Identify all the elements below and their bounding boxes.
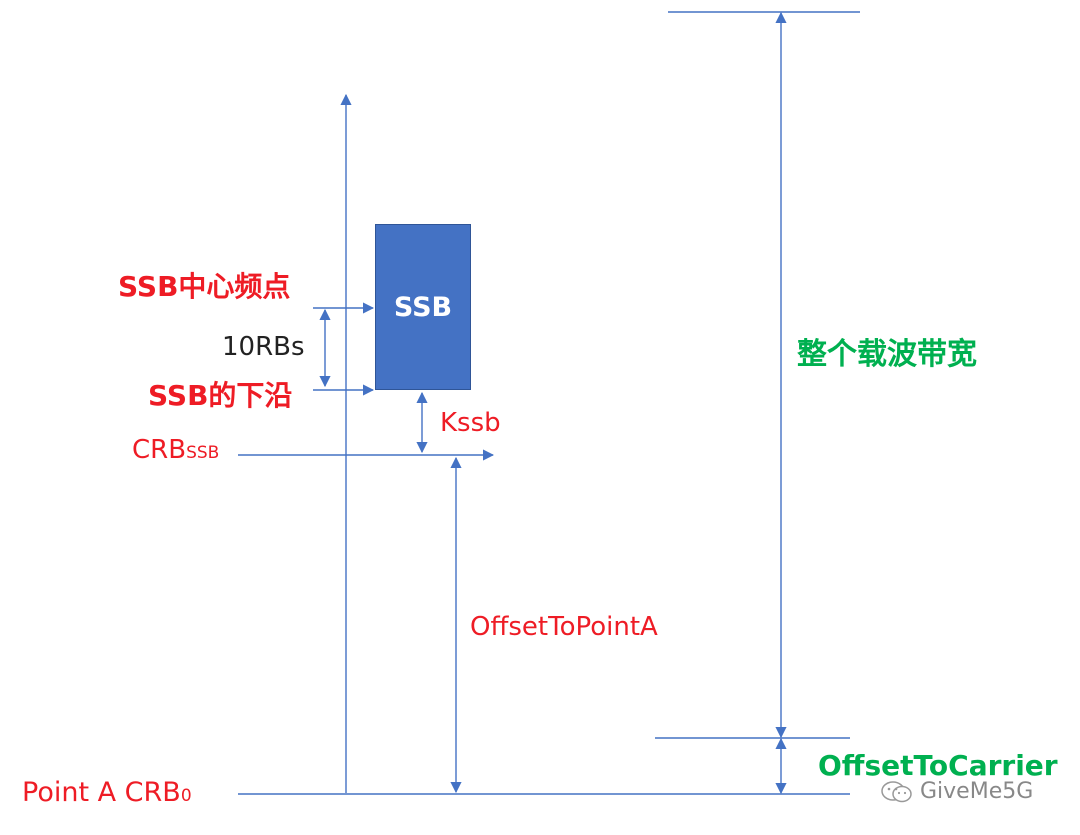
ssb-block: SSB [375,224,471,390]
watermark: GiveMe5G [880,779,1033,804]
offset-to-point-a-label: OffsetToPointA [470,612,658,642]
crb-ssb-label: CRBSSB [132,437,219,463]
ssb-center-label: SSB中心频点 [118,270,291,303]
crb-ssb-main: CRB [132,435,187,465]
offset-to-carrier-label: OffsetToCarrier [818,749,1058,782]
wechat-icon [881,780,912,802]
ssb-block-label: SSB [393,291,453,323]
ssb-lower-edge-label: SSB的下沿 [148,379,293,412]
ten-rbs-label: 10RBs [222,332,305,362]
point-a-label: Point A CRB0 [22,779,192,806]
watermark-text: GiveMe5G [920,779,1034,804]
crb-ssb-subscript: SSB [186,443,220,463]
point-a-subscript: 0 [180,786,192,806]
point-a-main: Point A CRB [22,777,181,808]
kssb-label: Kssb [440,408,501,438]
carrier-bandwidth-label: 整个载波带宽 [797,337,977,372]
